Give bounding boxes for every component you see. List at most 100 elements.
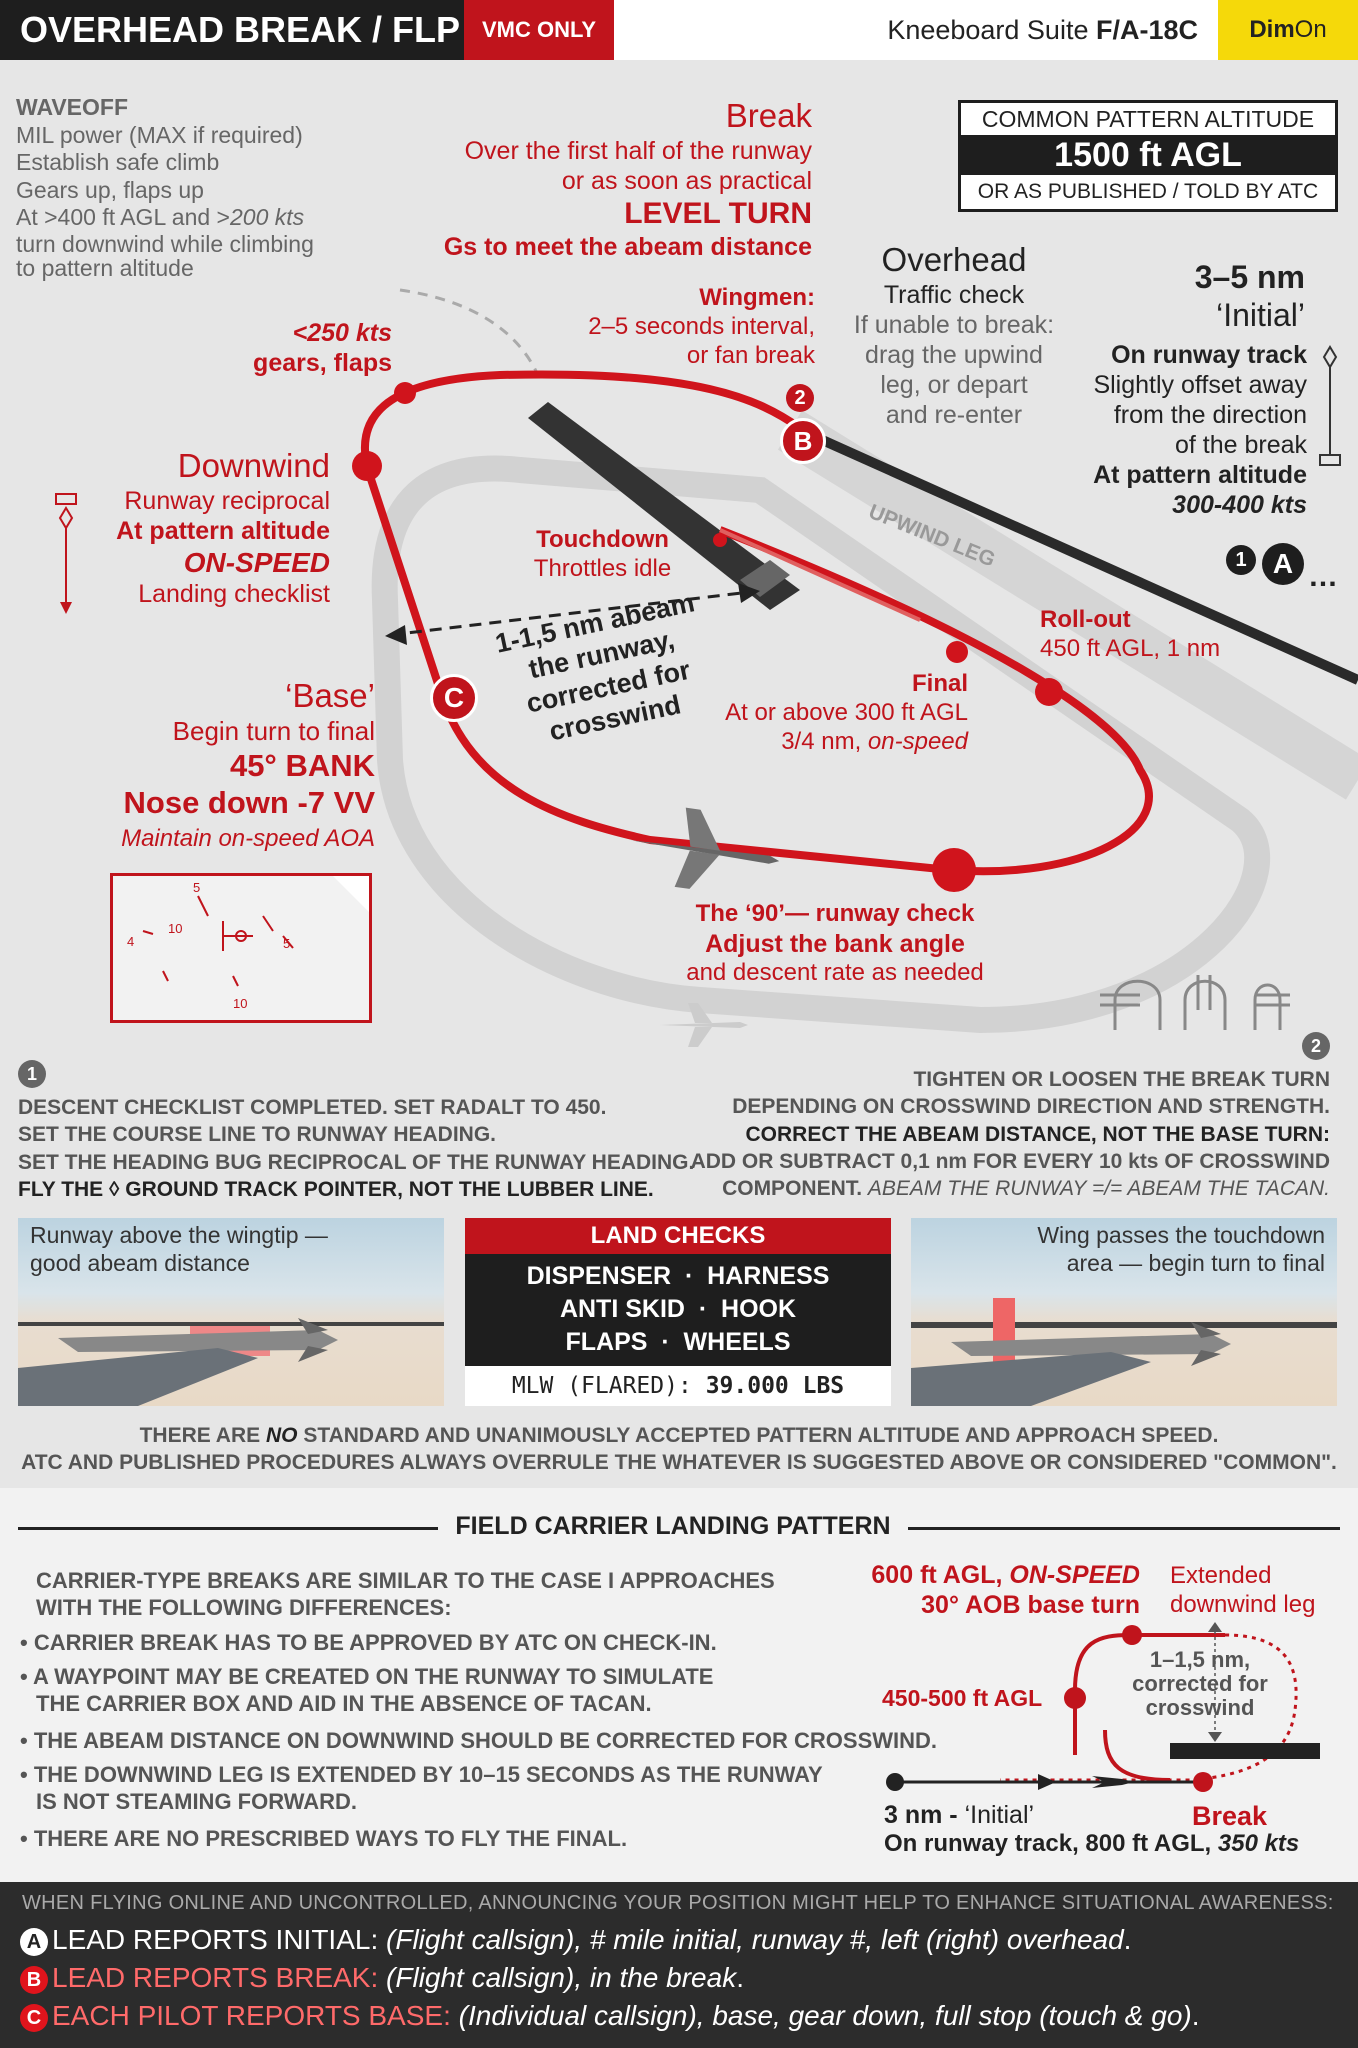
marker-1-dark: 1 [1226,545,1256,575]
pattern-altitude-top: COMMON PATTERN ALTITUDE [981,106,1315,132]
disclaimer-line-1a: THERE ARE [139,1424,266,1447]
downwind-line-2: At pattern altitude [116,516,330,545]
photo-left-line-1: Runway above the wingtip — [30,1222,328,1248]
flp-bullet-2b: THE CARRIER BOX AND AID IN THE ABSENCE O… [36,1690,652,1716]
report-a-marker: A [20,1927,48,1956]
waypoint-touchdown [713,533,727,547]
waveoff-line-3: Gears up, flaps up [16,176,204,203]
flp-extended-path [1000,1633,1298,1782]
overhead-line-4: leg, or depart [880,370,1028,399]
marker-a-dots: … [1308,560,1338,593]
wingmen-title: Wingmen: [699,284,815,311]
initial-line-2: Slightly offset away [1093,371,1307,399]
flp-600-line: 600 ft AGL, ON-SPEED [820,1560,1140,1590]
flp-title: FIELD CARRIER LANDING PATTERN [455,1512,891,1540]
flp-extended-block: Extended downwind leg [1170,1562,1315,1620]
pattern-altitude-bottom: OR AS PUBLISHED / TOLD BY ATC [977,180,1319,203]
hud-tick-5: 4 [127,934,135,949]
ninety-line-2: and descent rate as needed [686,958,984,986]
report-a-val: (Flight callsign), # mile initial, runwa… [378,1924,1124,1955]
final-line-1: At or above 300 ft AGL [725,698,968,726]
photo-left: Runway above the wingtip — good abeam di… [18,1218,444,1406]
disclaimer-line-1c: STANDARD AND UNANIMOUSLY ACCEPTED PATTER… [297,1424,1219,1447]
downwind-block: Downwind Runway reciprocal At pattern al… [80,446,330,609]
photo-right: Wing passes the touchdown area — begin t… [911,1218,1337,1406]
base-line-1: Begin turn to final [172,715,375,746]
suite-label: Kneeboard Suite F/A-18C [887,0,1198,60]
flp-aob-line: 30° AOB base turn [921,1591,1140,1619]
speed-gear-block: <250 kts gears, flaps [210,318,392,378]
disclaimer-line-1: THERE ARE NO STANDARD AND UNANIMOUSLY AC… [0,1422,1358,1449]
note-2-block: TIGHTEN OR LOOSEN THE BREAK TURN DEPENDI… [640,1066,1330,1202]
flp-intro: CARRIER-TYPE BREAKS ARE SIMILAR TO THE C… [36,1568,775,1622]
waveoff-line-2: Establish safe climb [16,149,220,176]
note-1-line-4: FLY THE ◊ GROUND TRACK POINTER, NOT THE … [18,1176,694,1203]
land-checks-row-2: ANTI SKID · HOOK [559,1295,797,1323]
land-checks-title: LAND CHECKS [465,1218,891,1254]
final-block: Final At or above 300 ft AGL 3/4 nm, on-… [660,670,968,756]
final-title: Final [911,670,968,697]
ninety-line-1: Adjust the bank angle [705,929,965,958]
rollout-line-1: 450 ft AGL, 1 nm [1040,634,1221,662]
flp-track-a: On runway track, 800 ft AGL, [884,1830,1218,1857]
flp-d-1: 1–1,5 nm, [1149,1647,1251,1672]
report-c-marker: C [20,2003,48,2032]
flp-rule-right [908,1527,1340,1530]
check-flaps: FLAPS [565,1328,648,1356]
base-line-4: Maintain on-speed AOA [121,825,375,853]
initial-line-3: from the direction [1113,401,1307,429]
runway-threshold [740,560,790,597]
abeam-arrowhead-right [738,583,760,603]
note-2-line-1: TIGHTEN OR LOOSEN THE BREAK TURN [913,1068,1330,1091]
check-harness: HARNESS [707,1262,830,1290]
final-track [719,528,921,622]
flp-wp-initial [886,1773,904,1791]
flp-aircraft-icon [1092,1776,1134,1788]
mlw-value: 39.000 LBS [705,1373,845,1399]
hud-tick-1: 5 [193,880,201,895]
downwind-title: Downwind [177,447,330,484]
waypoint-rollout [1035,678,1063,706]
dim-text: Dim [1249,16,1295,43]
note-1-line-4b: GROUND TRACK POINTER, NOT THE LUBBER LIN… [119,1177,654,1201]
flp-bullet-2: • A WAYPOINT MAY BE CREATED ON THE RUNWA… [20,1664,713,1718]
note-2-line-2: DEPENDING ON CROSSWIND DIRECTION AND STR… [732,1095,1330,1119]
photo-right-caption: Wing passes the touchdown area — begin t… [1037,1222,1325,1277]
marker-b: B [780,418,826,464]
report-c-val: (Individual callsign), base, gear down, … [450,2000,1192,2031]
land-checks-row-1: DISPENSER · HARNESS [526,1262,830,1290]
report-b-val: (Flight callsign), in the break [378,1962,737,1993]
crosswind-icons [1100,975,1290,1030]
check-hook: HOOK [721,1295,797,1323]
abeam-arrowhead-left [385,625,407,645]
flp-track-label: On runway track, 800 ft AGL, 350 kts [884,1830,1299,1859]
photo-right-graphic [911,1298,1337,1406]
flp-runway [1170,1743,1320,1759]
flp-initial-label: 3 nm - ‘Initial’ [884,1800,1034,1830]
touchdown-block: Touchdown Throttles idle [505,526,700,584]
report-b-marker: B [20,1965,48,1994]
hud-tick-3: 5 [283,936,291,951]
pattern-path [360,370,1153,876]
downwind-line-4: Landing checklist [138,580,330,609]
footer: WHEN FLYING ONLINE AND UNCONTROLLED, ANN… [0,1882,1358,2048]
break-line-4: Gs to meet the abeam distance [443,232,812,261]
on-text: On [1294,16,1327,43]
hud-graphic [142,876,369,987]
marker-2-red: 2 [786,384,814,412]
touchdown-line-1: Throttles idle [533,554,672,582]
photo-left-caption: Runway above the wingtip — good abeam di… [30,1222,328,1277]
abeam-arrow [389,590,751,637]
flp-break-label: Break [1192,1801,1268,1831]
flp-d-3: crosswind [1145,1695,1255,1721]
base-line-3: Nose down -7 VV [123,784,375,820]
flp-intro-line-1: CARRIER-TYPE BREAKS ARE SIMILAR TO THE C… [36,1568,775,1593]
report-c-key: EACH PILOT REPORTS BASE: [52,2000,451,2031]
initial-block: 3–5 nm ‘Initial’ [1040,258,1305,335]
rollout-title: Roll-out [1040,606,1131,633]
initial-name: ‘Initial’ [1216,297,1305,334]
page-title: OVERHEAD BREAK / FLP [0,0,464,60]
flp-bullet-5: • THERE ARE NO PRESCRIBED WAYS TO FLY TH… [20,1826,628,1851]
